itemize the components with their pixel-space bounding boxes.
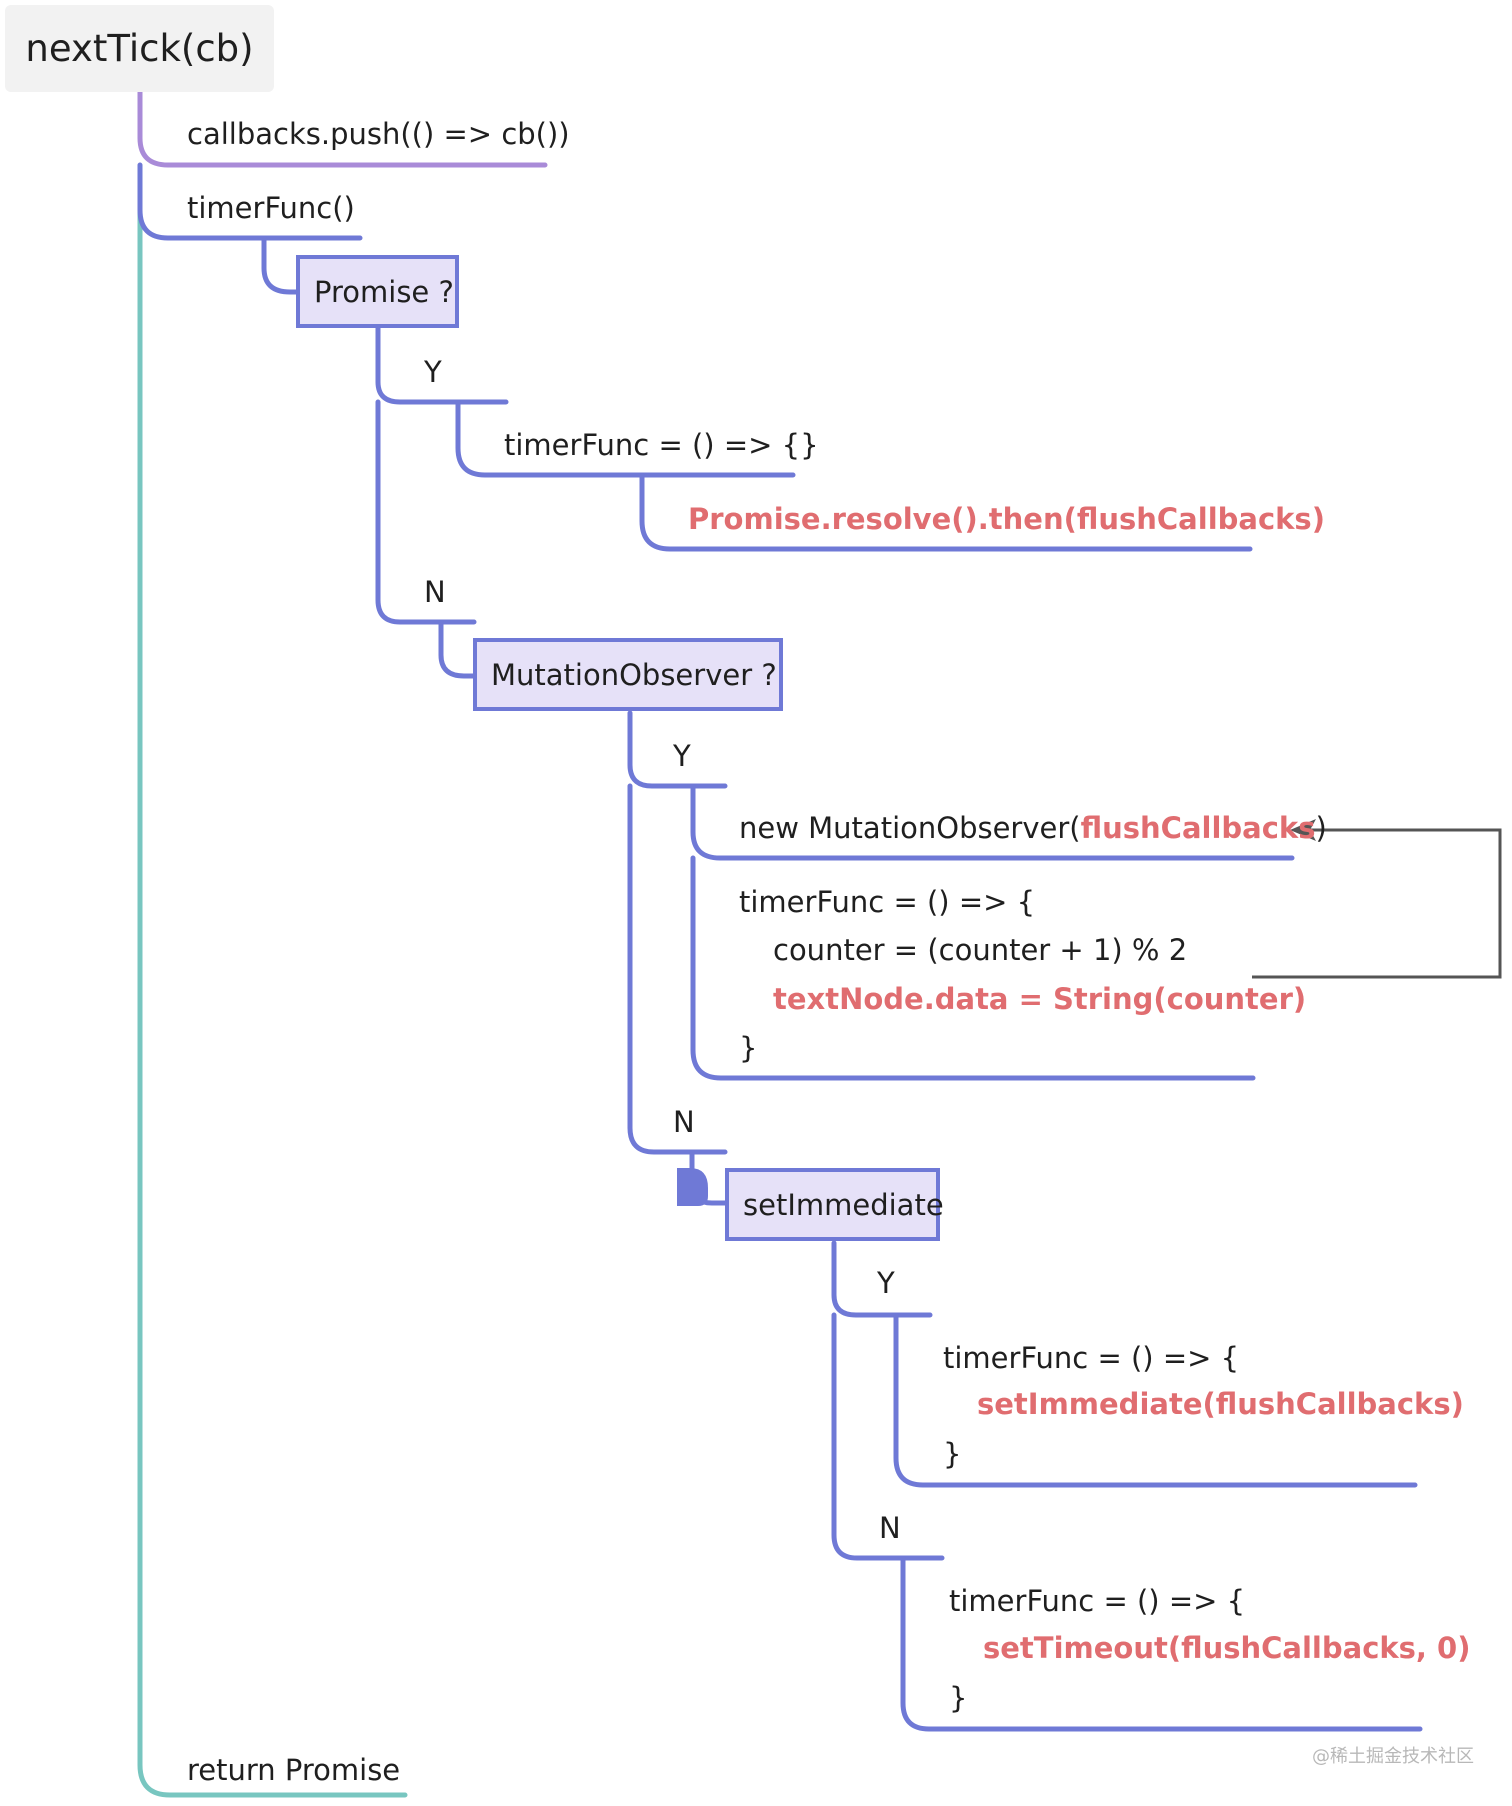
- observer-arg: flushCallbacks: [1080, 811, 1316, 845]
- promise-connector: [261, 235, 303, 295]
- push-branch-line: [137, 89, 548, 168]
- observer-suffix: ): [1315, 811, 1327, 845]
- immediate-question-node[interactable]: setImmediate: [725, 1168, 944, 1241]
- mutation-textnode-line: textNode.data = String(counter): [773, 982, 1307, 1016]
- promise-yes-label: Y: [424, 355, 442, 389]
- push-step-label: callbacks.push(() => cb()): [187, 117, 570, 151]
- mutation-observer-line: [690, 783, 1295, 861]
- timer-step-label: timerFunc(): [187, 191, 355, 225]
- root-label: nextTick(cb): [25, 27, 254, 70]
- mutation-no-label: N: [673, 1105, 695, 1139]
- immediate-no-block-line: [900, 1555, 1423, 1732]
- mutation-observer-label: new MutationObserver(flushCallbacks): [739, 810, 1327, 846]
- immediate-no-label: N: [879, 1511, 901, 1545]
- promise-no-label: N: [424, 575, 446, 609]
- watermark: @稀土掘金技术社区: [1312, 1746, 1474, 1767]
- mutation-func-line: [690, 855, 1256, 1081]
- immediate-no-line: [831, 1312, 945, 1561]
- immediate-no-call: setTimeout(flushCallbacks, 0): [983, 1631, 1471, 1665]
- promise-resolve-line: [639, 472, 1253, 552]
- immediate-yes-open: timerFunc = () => {: [943, 1341, 1240, 1375]
- immediate-yes-call: setImmediate(flushCallbacks): [977, 1387, 1464, 1421]
- immediate-no-close: }: [949, 1681, 968, 1715]
- promise-no-line: [375, 399, 477, 625]
- immediate-yes-close: }: [943, 1437, 962, 1471]
- mutation-connector: [438, 619, 477, 679]
- root-node[interactable]: nextTick(cb): [5, 5, 274, 92]
- observer-prefix: new MutationObserver(: [739, 811, 1081, 845]
- immediate-question-label: setImmediate: [743, 1187, 944, 1222]
- immediate-yes-label: Y: [877, 1266, 895, 1300]
- mutation-no-line: [627, 783, 728, 1155]
- mutation-yes-label: Y: [673, 739, 691, 773]
- promise-assign-line: [455, 399, 796, 478]
- mutation-yes-line: [627, 710, 728, 789]
- promise-question-label: Promise ?: [314, 274, 454, 309]
- mutation-counter-line: counter = (counter + 1) % 2: [773, 933, 1188, 967]
- feedback-arrowhead-icon: [1290, 819, 1316, 841]
- timer-branch-line: [137, 162, 363, 241]
- return-step-label: return Promise: [187, 1753, 401, 1787]
- collapse-knob-icon: [677, 1168, 708, 1206]
- immediate-yes-block-line: [893, 1312, 1418, 1488]
- trunk-return-line: [137, 192, 408, 1798]
- mutation-func-close: }: [739, 1031, 758, 1065]
- promise-question-node[interactable]: Promise ?: [296, 255, 459, 328]
- promise-resolve-label: Promise.resolve().then(flushCallbacks): [688, 502, 1325, 536]
- immediate-yes-line: [831, 1240, 933, 1318]
- feedback-arrow-line: [1252, 828, 1502, 979]
- mutation-func-open: timerFunc = () => {: [739, 885, 1036, 919]
- promise-yes-line: [375, 323, 509, 405]
- mutation-question-label: MutationObserver ?: [491, 657, 777, 692]
- immediate-no-open: timerFunc = () => {: [949, 1584, 1246, 1618]
- promise-assign-label: timerFunc = () => {}: [504, 428, 819, 462]
- mutation-question-node[interactable]: MutationObserver ?: [473, 638, 783, 711]
